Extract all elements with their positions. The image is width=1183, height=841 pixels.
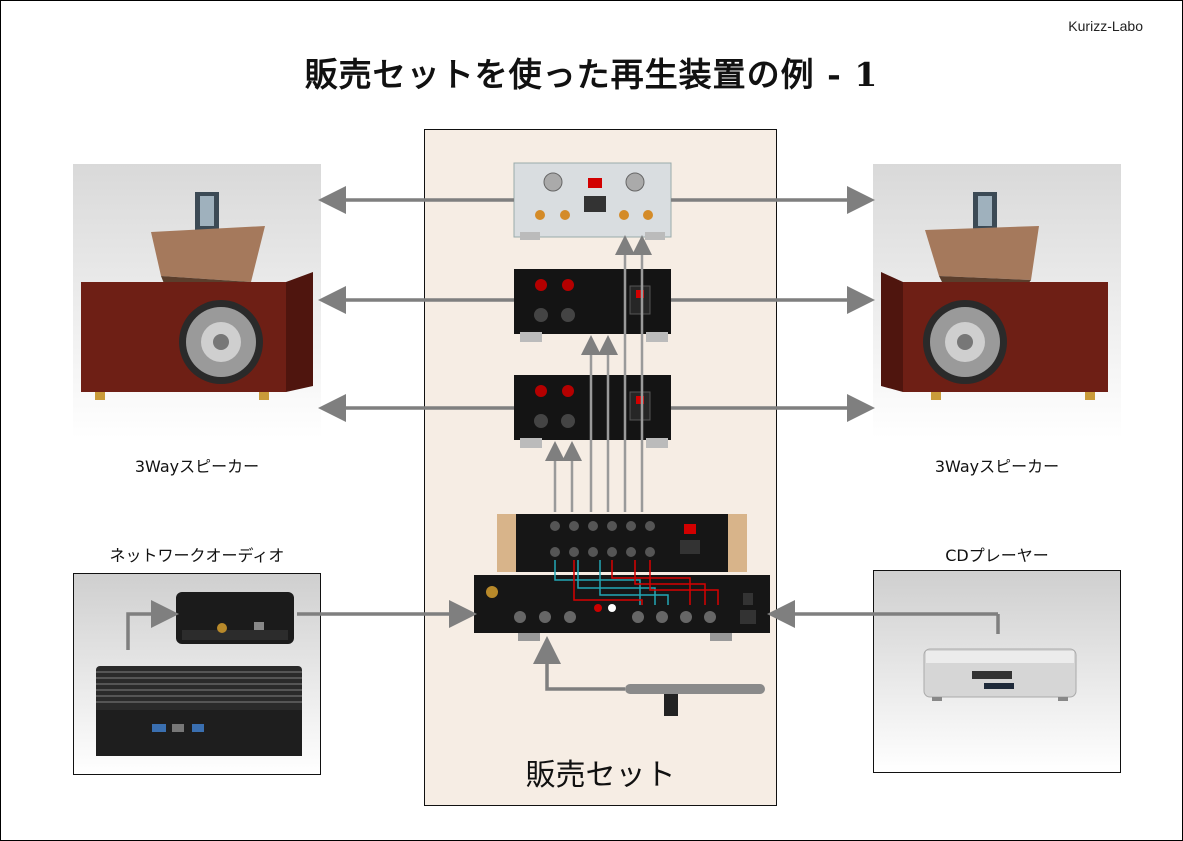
brand-label: Kurizz-Labo [1068, 18, 1143, 34]
power-amplifier-1 [514, 269, 671, 342]
network-audio-photo [73, 573, 321, 775]
right-speaker-photo [873, 164, 1121, 439]
power-supply-unit [513, 162, 672, 240]
internal-cables [554, 560, 719, 605]
network-audio-label: ネットワークオーディオ [109, 546, 285, 565]
arrow-pc-to-dac [126, 600, 179, 650]
arrow-mic-to-dsp [533, 636, 625, 691]
page-title: 販売セットを使った再生装置の例 - 1 [304, 55, 879, 94]
sales-set-label: 販売セット [525, 758, 676, 793]
left-speaker-label: 3Wayスピーカー [134, 457, 260, 476]
cd-player-photo [873, 570, 1121, 773]
vertical-signal-arrows [545, 235, 652, 512]
left-speaker-photo [73, 164, 321, 439]
measurement-microphone [625, 684, 765, 716]
crossover-unit [497, 514, 747, 572]
dsp-processor [474, 575, 770, 641]
power-amplifier-2 [514, 375, 671, 448]
cd-player-label: CDプレーヤー [945, 546, 1049, 565]
right-speaker-label: 3Wayスピーカー [934, 457, 1060, 476]
